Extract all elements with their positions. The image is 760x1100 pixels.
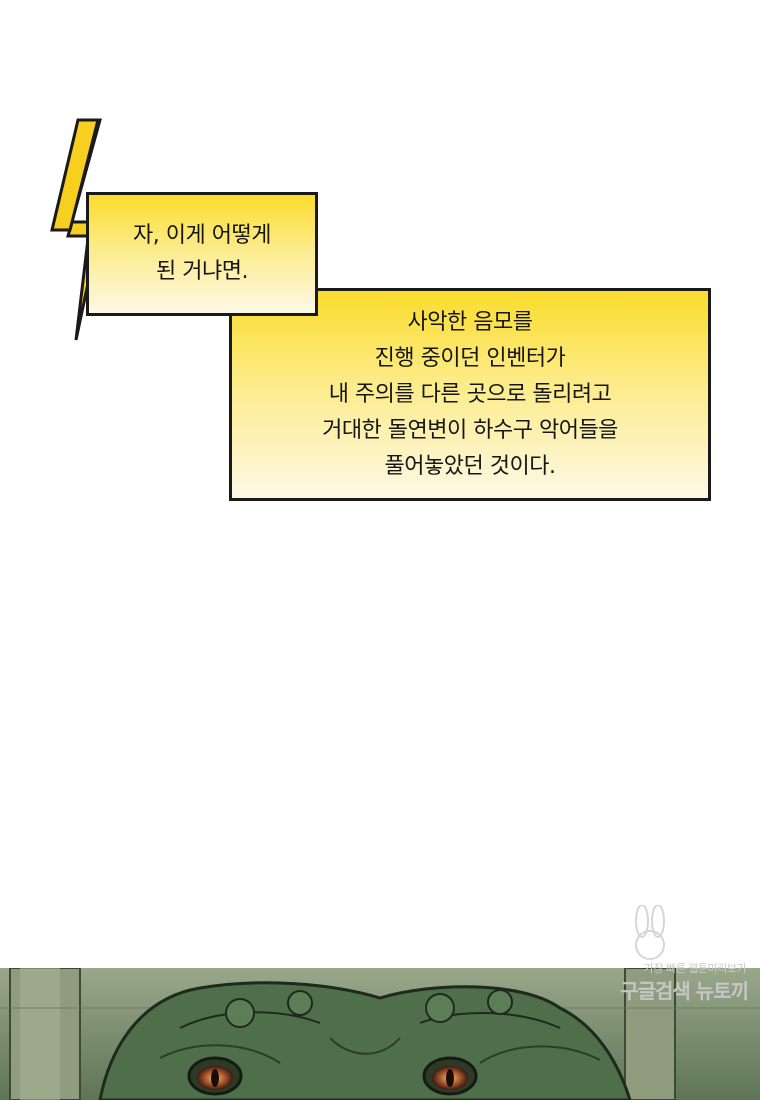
crocodile-illustration xyxy=(0,968,760,1100)
narration-caption-text: 사악한 음모를 진행 중이던 인벤터가 내 주의를 다른 곳으로 돌리려고 거대… xyxy=(322,309,618,479)
watermark-big-text: 구글검색 뉴토끼 xyxy=(620,979,749,1003)
rabbit-logo-icon xyxy=(635,905,665,960)
lightning-bolt-icon xyxy=(50,118,102,341)
narration-caption-box-small: 자, 이게 어떻게 된 거냐면. xyxy=(86,192,318,316)
narration-caption-box: 사악한 음모를 진행 중이던 인벤터가 내 주의를 다른 곳으로 돌리려고 거대… xyxy=(229,288,711,501)
watermark: 가장 빠른 웹툰미리보기 구글검색 뉴토끼 xyxy=(572,905,752,1025)
watermark-small-text: 가장 빠른 웹툰미리보기 xyxy=(643,962,747,975)
crocodile-scene-illustration xyxy=(0,968,760,1100)
narration-caption-text-small: 자, 이게 어떻게 된 거냐면. xyxy=(133,223,271,284)
